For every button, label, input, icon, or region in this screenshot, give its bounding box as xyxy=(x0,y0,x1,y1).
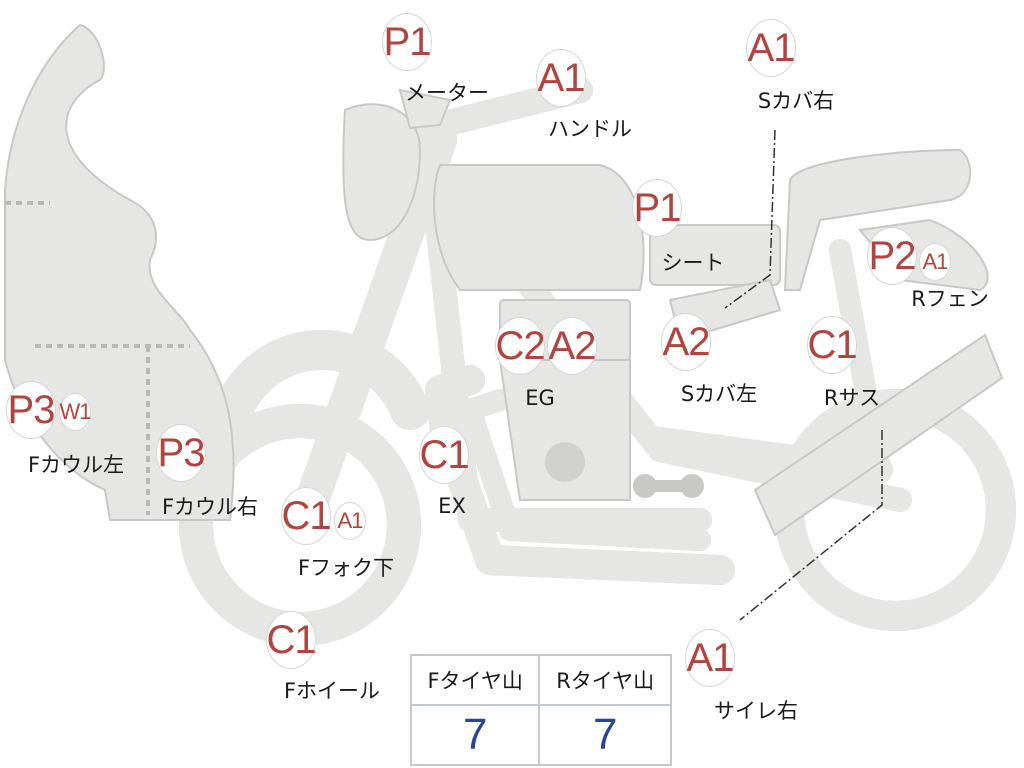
front-fork-lower-damage-code[interactable]: C1 xyxy=(281,487,332,545)
meter-label: メーター xyxy=(405,81,489,105)
engine-damage-code-2[interactable]: A2 xyxy=(547,317,597,375)
exhaust-damage-code[interactable]: C1 xyxy=(419,426,470,484)
engine-label: EG xyxy=(525,386,555,410)
rear-tire-header: Rタイヤ山 xyxy=(538,654,672,706)
front-fork-lower-damage-code-2[interactable]: A1 xyxy=(334,502,366,540)
seat-damage-code[interactable]: P1 xyxy=(632,179,682,237)
front-wheel-damage-code[interactable]: C1 xyxy=(266,611,317,669)
front-cowl-left-damage-code-2[interactable]: W1 xyxy=(59,393,92,431)
front-tire-value: 7 xyxy=(409,704,541,766)
front-cowl-right-damage-code[interactable]: P3 xyxy=(156,424,206,482)
front-tire-header: Fタイヤ山 xyxy=(409,654,541,706)
rear-suspension-damage-code[interactable]: C1 xyxy=(807,316,858,374)
front-fork-lower-label: Fフォク下 xyxy=(297,556,395,580)
front-cowl-left-damage-code[interactable]: P3 xyxy=(6,381,56,439)
seat-label: シート xyxy=(661,251,725,275)
rear-fender-label: Rフェン xyxy=(911,287,989,311)
tire-tread-table: Fタイヤ山 Rタイヤ山 7 7 xyxy=(409,654,672,766)
engine-damage-code[interactable]: C2 xyxy=(495,317,546,375)
exhaust-label: EX xyxy=(438,494,466,518)
silencer-right-label: サイレ右 xyxy=(714,699,798,723)
side-cover-left-damage-code[interactable]: A2 xyxy=(661,313,711,371)
front-cowl-right-label: Fカウル右 xyxy=(161,495,259,519)
side-cover-left-label: Sカバ左 xyxy=(680,382,758,406)
rear-suspension-label: Rサス xyxy=(823,386,881,410)
rear-fender-damage-code[interactable]: P2 xyxy=(867,227,917,285)
silencer-right-damage-code[interactable]: A1 xyxy=(685,629,735,687)
side-cover-right-label: Sカバ右 xyxy=(757,89,835,113)
side-cover-right-damage-code[interactable]: A1 xyxy=(746,19,796,77)
handle-label: ハンドル xyxy=(548,117,632,141)
front-cowl-left-label: Fカウル左 xyxy=(27,453,125,477)
meter-damage-code[interactable]: P1 xyxy=(382,13,432,71)
front-wheel-label: Fホイール xyxy=(283,679,381,703)
rear-tire-value: 7 xyxy=(538,704,672,766)
rear-fender-damage-code-2[interactable]: A1 xyxy=(919,243,951,281)
handle-damage-code[interactable]: A1 xyxy=(536,49,586,107)
